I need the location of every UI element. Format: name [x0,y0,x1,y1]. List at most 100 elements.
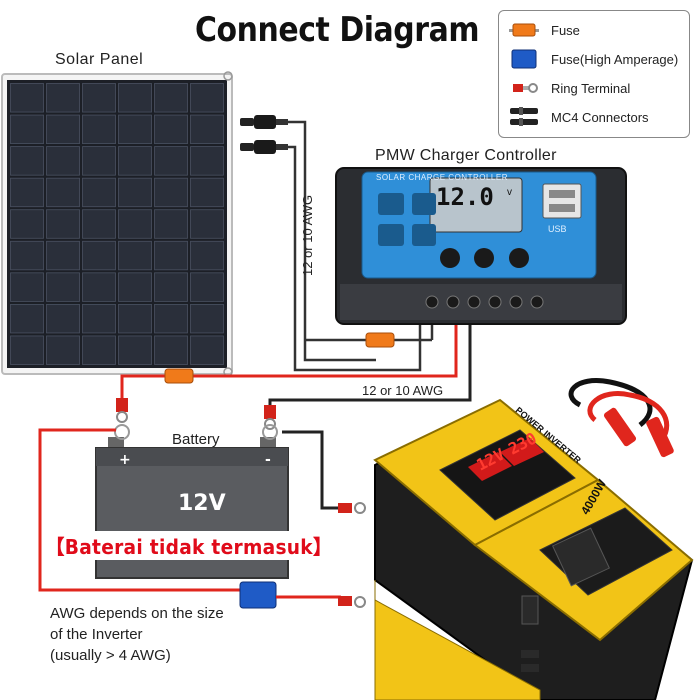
solar-cell [46,335,80,365]
controller-header: SOLAR CHARGE CONTROLLER [376,173,508,182]
solar-cell [190,240,224,271]
mc4-connectors [240,115,288,154]
legend-item-mc4: MC4 Connectors [509,106,649,128]
usb-label: USB [548,224,567,234]
solar-cell [190,146,224,176]
awg-note-line: AWG depends on the size [50,605,224,622]
solar-cell [118,114,152,145]
alligator-cables [568,378,674,458]
high-amperage-fuse-icon [511,49,537,69]
solar-cell [10,209,44,239]
battery-not-included-notice: 【Baterai tidak termasuk】 [44,531,334,560]
solar-cell [154,303,188,334]
power-inverter [373,398,694,700]
ring-terminal-icon [513,83,538,93]
fuse-icon [509,23,539,37]
solar-cell [10,114,44,145]
solar-cell [154,335,188,365]
legend-item-fuse: Fuse [509,19,580,41]
solar-cell [118,177,152,208]
solar-cell [190,272,224,302]
solar-cell [118,146,152,176]
controller-display: 12.0 [436,183,494,211]
solar-cell [10,335,44,365]
solar-cell [46,146,80,176]
solar-cell [82,83,116,113]
solar-cell [190,335,224,365]
controller-terminal [509,295,523,309]
awg-note-line: of the Inverter [50,626,143,643]
charge-controller [335,167,627,325]
legend-label: Fuse [551,22,580,38]
solar-cell [118,272,152,302]
battery-plus: + [119,452,131,468]
controller-terminal [467,295,481,309]
controller-terminal [488,295,502,309]
solar-cell [82,335,116,365]
solar-cell [82,146,116,176]
solar-cell [154,272,188,302]
solar-cell [118,335,152,365]
solar-cell [82,272,116,302]
solar-cell [10,177,44,208]
ring-terminal-icon [116,398,276,430]
solar-cell [154,114,188,145]
solar-cell [10,272,44,302]
solar-cell [46,240,80,271]
high-amperage-fuse-icon [239,581,277,609]
solar-cell [46,272,80,302]
solar-cell [118,83,152,113]
fuse-icon [164,368,194,384]
awg-note-line: (usually > 4 AWG) [50,647,171,664]
solar-cell [46,209,80,239]
solar-cell [82,209,116,239]
awg-note: AWG depends on the size of the Inverter … [50,603,290,666]
solar-cell [118,209,152,239]
solar-cell [154,209,188,239]
solar-cell [10,146,44,176]
legend: Fuse Fuse(High Amperage) Ring Terminal M… [498,10,690,138]
page-title: Connect Diagram [195,10,480,50]
solar-cell [46,177,80,208]
solar-cell [10,240,44,271]
solar-cell [190,209,224,239]
solar-cell [10,83,44,113]
wire-gauge-horizontal: 12 or 10 AWG [362,383,444,398]
solar-cell [190,83,224,113]
solar-cell [82,240,116,271]
wire-gauge-vertical: 12 or 10 AWG [300,194,315,276]
solar-cell [46,114,80,145]
controller-terminal [530,295,544,309]
solar-cell [190,177,224,208]
solar-cell [154,240,188,271]
solar-cell [46,83,80,113]
battery-voltage: 12V [178,491,226,516]
charger-controller-label: PMW Charger Controller [375,147,557,164]
mc4-connector-icon [510,107,538,126]
solar-cell [10,303,44,334]
controller-terminal [425,295,439,309]
solar-panel [1,71,233,377]
controller-display-unit: v [507,187,512,198]
solar-cell [118,240,152,271]
legend-label: MC4 Connectors [551,109,649,125]
battery-minus: - [265,452,271,468]
solar-cell [82,303,116,334]
solar-cell [154,146,188,176]
solar-cell [190,303,224,334]
controller-terminal [446,295,460,309]
solar-cell [46,303,80,334]
solar-cell [154,83,188,113]
solar-cell [82,177,116,208]
solar-cell [118,303,152,334]
battery-label: Battery [172,431,220,448]
legend-label: Fuse(High Amperage) [551,51,679,67]
fuse-icon [365,332,395,348]
legend-label: Ring Terminal [551,80,631,96]
solar-cell [154,177,188,208]
legend-item-high-amp-fuse: Fuse(High Amperage) [509,48,678,70]
solar-cell [190,114,224,145]
legend-item-ring-terminal: Ring Terminal [509,77,630,99]
solar-cell [82,114,116,145]
